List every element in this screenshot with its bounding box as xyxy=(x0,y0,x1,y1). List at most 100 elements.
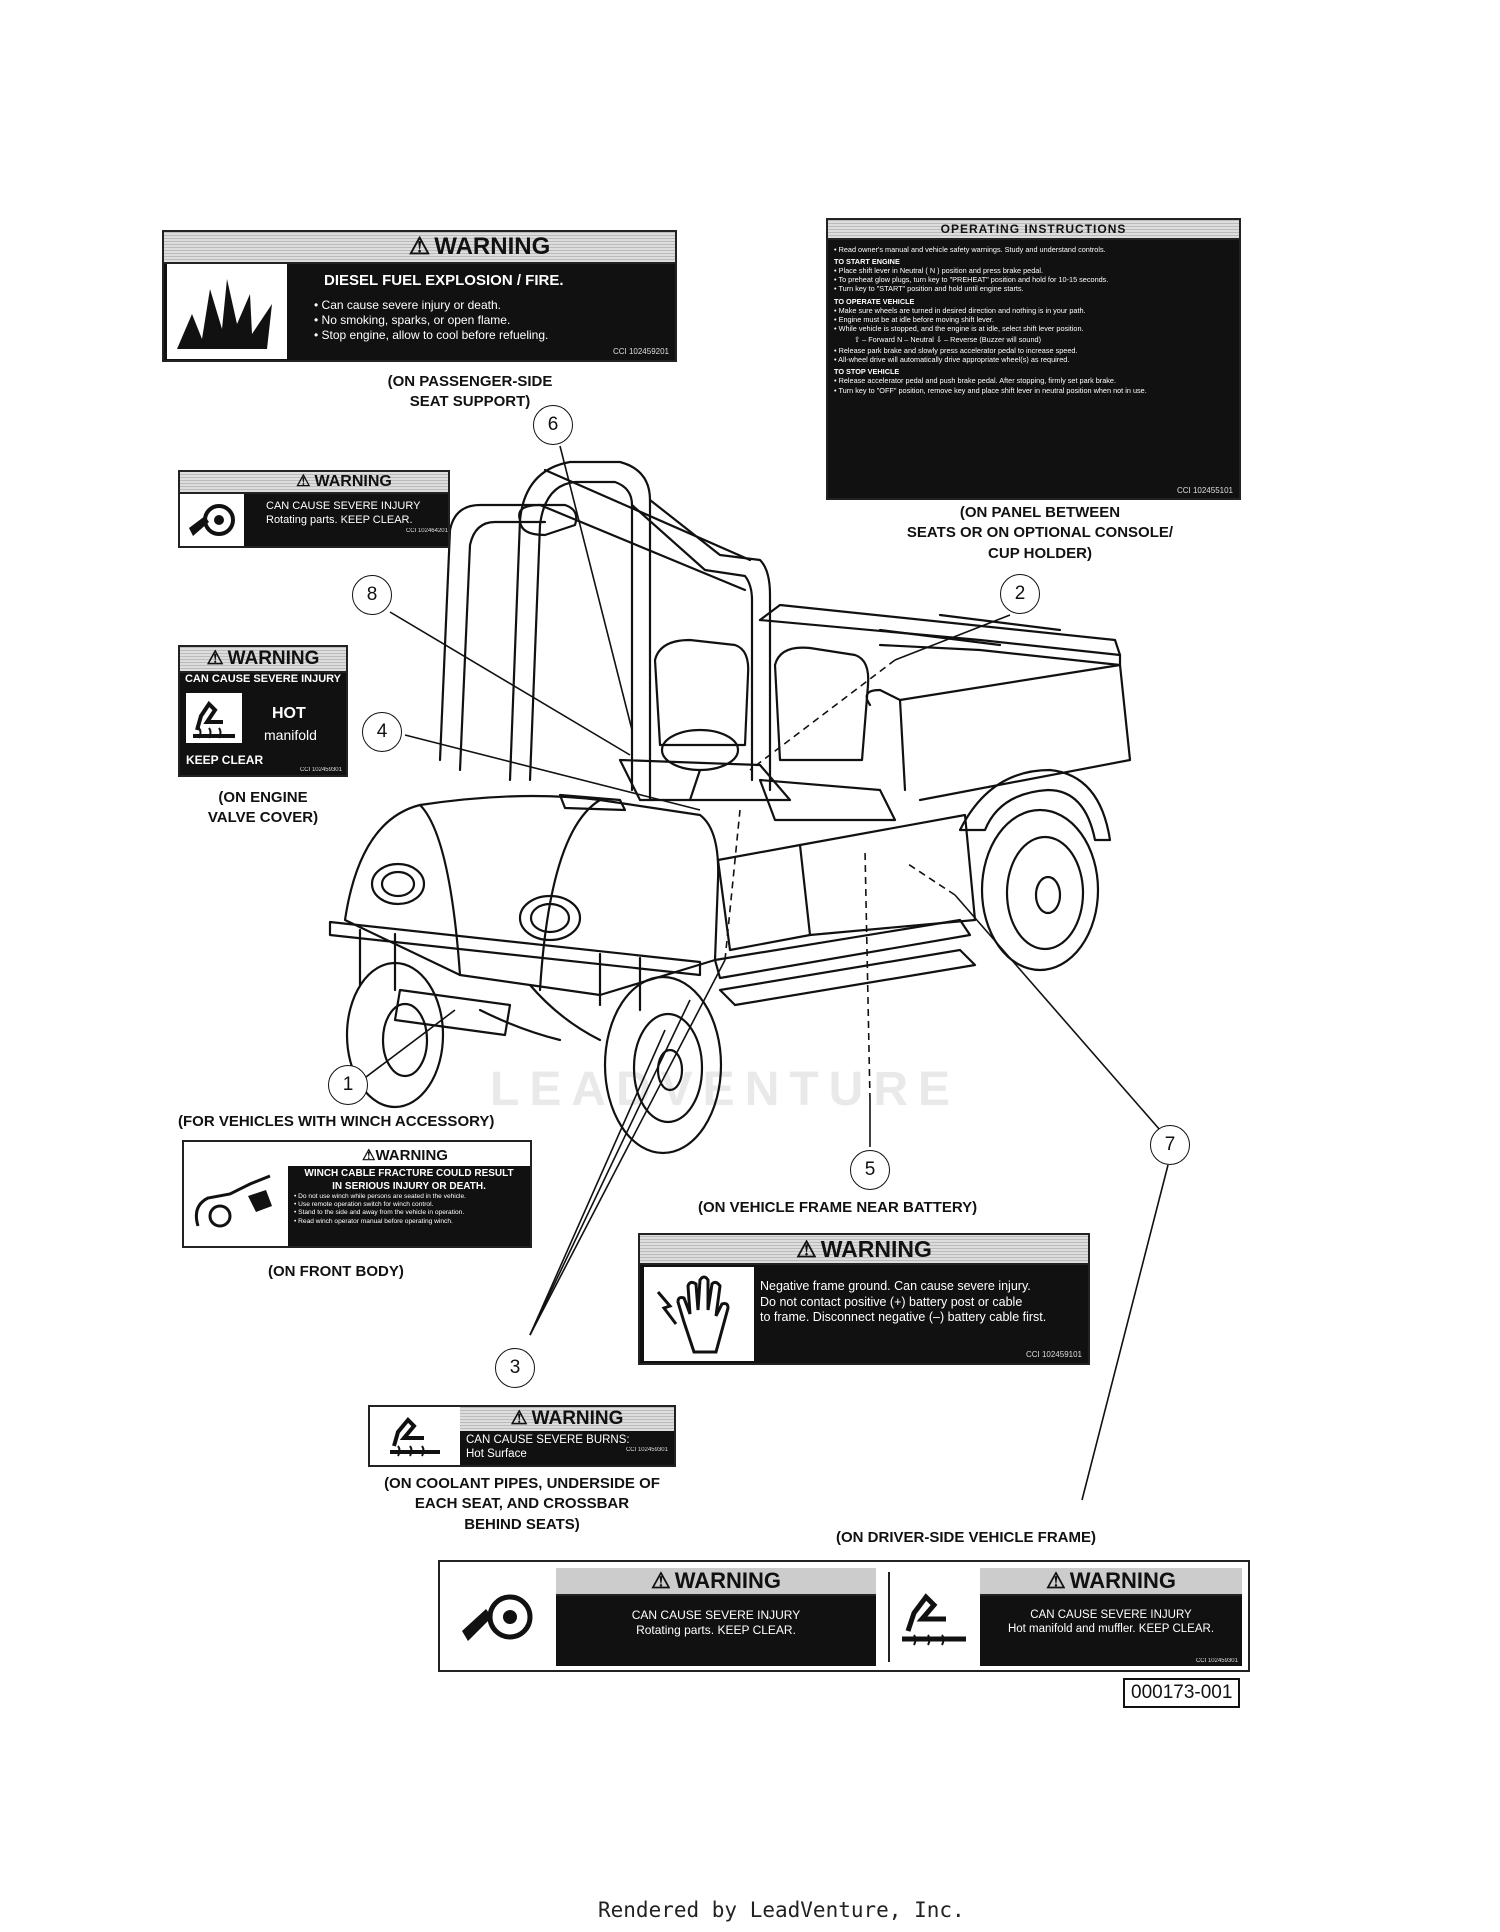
fuel-line-2: • No smoking, sparks, or open flame. xyxy=(314,313,511,327)
caption-passenger-seat: (ON PASSENGER-SIDE SEAT SUPPORT) xyxy=(387,373,553,411)
callout-8: 8 xyxy=(352,575,392,615)
running-board xyxy=(718,948,977,1007)
leader-7b xyxy=(1081,1164,1169,1501)
front-wheel-right xyxy=(603,975,723,1155)
cargo-box-ribs xyxy=(878,613,1062,647)
fuel-title: DIESEL FUEL EXPLOSION / FIRE. xyxy=(324,272,564,289)
rotating-parts-icon xyxy=(454,1572,542,1662)
seat-left-cushion xyxy=(618,758,792,802)
manifold-keep: KEEP CLEAR xyxy=(186,753,264,767)
callout-2: 2 xyxy=(1000,574,1040,614)
op-intro: • Read owner's manual and vehicle safety… xyxy=(834,245,1106,254)
grab-handle xyxy=(865,688,907,792)
cargo-box-floor xyxy=(758,603,1122,657)
front-wheel-left-hub xyxy=(381,1002,429,1078)
rot-small-code: CCI 102464201 xyxy=(405,527,448,534)
leader-1 xyxy=(357,1009,456,1084)
op-operate-1: • Make sure wheels are turned in desired… xyxy=(834,305,1086,315)
callout-5: 5 xyxy=(850,1150,890,1190)
battery-code: CCI 102459101 xyxy=(1025,1350,1082,1359)
caption-engine-valve: (ON ENGINE VALVE COVER) xyxy=(207,789,319,827)
electric-shock-hand-icon xyxy=(644,1267,754,1361)
decal-header: ⚠WARNING xyxy=(980,1568,1242,1596)
cargo-box-top xyxy=(758,618,1122,667)
burns-code: CCI 102459301 xyxy=(625,1447,668,1454)
op-start-3: • Turn key to "START" position and hold … xyxy=(834,284,1024,294)
leader-7-dash xyxy=(904,861,956,896)
seat-left-back xyxy=(653,638,750,747)
decal-header: ⚠WARNING xyxy=(180,647,346,673)
decal-burns: ⚠WARNING CAN CAUSE SEVERE BURNS: Hot Sur… xyxy=(368,1405,676,1467)
winch-icon xyxy=(188,1164,288,1244)
leader-3b xyxy=(529,999,691,1336)
warning-label: WARNING xyxy=(227,648,320,669)
warning-triangle-icon: ⚠ xyxy=(796,1236,817,1262)
op-code: CCI 102455101 xyxy=(1176,486,1233,495)
decal-diesel-fuel: ⚠WARNING DIESEL FUEL EXPLOSION / FIRE. •… xyxy=(162,230,677,362)
frame-right-line-1: CAN CAUSE SEVERE INJURY xyxy=(1030,1609,1192,1621)
rotating-parts-icon xyxy=(182,494,242,546)
manifold-hot: HOT xyxy=(272,705,306,722)
op-stop-title: TO STOP VEHICLE xyxy=(834,367,900,377)
roll-bar-side2 xyxy=(630,503,754,782)
battery-line-1: Negative frame ground. Can cause severe … xyxy=(760,1279,1031,1293)
warning-label: WARNING xyxy=(434,233,551,260)
burns-line-2: Hot Surface xyxy=(466,1448,527,1461)
rear-fender xyxy=(958,768,1112,842)
warning-triangle-icon: ⚠ xyxy=(1045,1568,1066,1593)
op-stop-2: • Turn key to "OFF" position, remove key… xyxy=(834,385,1147,395)
decal-frame-combined: ⚠WARNING CAN CAUSE SEVERE INJURY Rotatin… xyxy=(438,1560,1250,1672)
frame-left-line-1: CAN CAUSE SEVERE INJURY xyxy=(631,1608,801,1622)
sun-visor xyxy=(518,503,578,537)
op-operate-3: • While vehicle is stopped, and the engi… xyxy=(834,323,1084,333)
callout-3: 3 xyxy=(495,1348,535,1388)
side-panel xyxy=(798,813,977,937)
leader-4 xyxy=(404,734,701,811)
op-operate-5: • All-wheel drive will automatically dri… xyxy=(834,355,1070,365)
rot-small-line-2: Rotating parts. KEEP CLEAR. xyxy=(266,513,413,526)
warning-label: WARNING xyxy=(820,1236,932,1262)
winch-line-2: • Use remote operation switch for winch … xyxy=(294,1201,434,1209)
leader-3c xyxy=(529,959,726,1336)
callout-4: 4 xyxy=(362,712,402,752)
winch-plate xyxy=(393,988,512,1037)
decal-hot-manifold: ⚠WARNING CAN CAUSE SEVERE INJURY HOT man… xyxy=(178,645,348,777)
winch-title-1: WINCH CABLE FRACTURE COULD RESULT xyxy=(304,1168,514,1179)
decal-battery: ⚠WARNING Negative frame ground. Can caus… xyxy=(638,1233,1090,1365)
headlight-right-inner xyxy=(529,902,571,934)
warning-triangle-icon: ⚠ xyxy=(206,648,224,669)
rear-wheel-hub xyxy=(1034,875,1062,915)
suspension xyxy=(478,983,602,1042)
decal-header: ⚠WARNING xyxy=(640,1235,1088,1265)
hood-vent xyxy=(558,793,627,812)
hot-surface-icon xyxy=(888,1572,978,1662)
op-operate-2: • Engine must be at idle before moving s… xyxy=(834,314,994,324)
leader-3-dash xyxy=(724,809,741,961)
headlight-left xyxy=(370,862,426,906)
warning-label: WARNING xyxy=(531,1408,624,1429)
manifold-word: manifold xyxy=(264,727,317,743)
seat-right-cushion xyxy=(758,778,897,822)
op-start-2: • To preheat glow plugs, turn key to "PR… xyxy=(834,275,1109,285)
rear-wheel-rim xyxy=(1005,835,1085,951)
roll-bar-front xyxy=(438,503,542,762)
manifold-sub: CAN CAUSE SEVERE INJURY xyxy=(184,673,342,685)
op-start-1: • Place shift lever in Neutral ( N ) pos… xyxy=(834,266,1043,276)
fuel-line-1: • Can cause severe injury or death. xyxy=(314,298,501,312)
steering-wheel xyxy=(660,728,740,772)
warning-triangle-icon: ⚠ xyxy=(362,1147,376,1164)
hot-surface-icon xyxy=(186,693,242,743)
warning-triangle-icon: ⚠ xyxy=(408,233,431,260)
seat-right-back xyxy=(773,646,870,762)
op-operate-4: • Release park brake and slowly press ac… xyxy=(834,346,1078,356)
fuel-line-3: • Stop engine, allow to cool before refu… xyxy=(314,328,549,342)
winch-line-3: • Stand to the side and away from the ve… xyxy=(294,1209,465,1217)
warning-label: WARNING xyxy=(314,473,392,490)
burns-line-1: CAN CAUSE SEVERE BURNS: xyxy=(466,1434,630,1446)
winch-title-2: IN SERIOUS INJURY OR DEATH. xyxy=(332,1180,486,1192)
roll-bar-side xyxy=(648,498,772,792)
roll-bar-rear xyxy=(508,460,652,802)
callout-6: 6 xyxy=(533,405,573,445)
part-number: 000173-001 xyxy=(1123,1678,1241,1708)
fuel-code: CCI 102459201 xyxy=(612,347,669,356)
